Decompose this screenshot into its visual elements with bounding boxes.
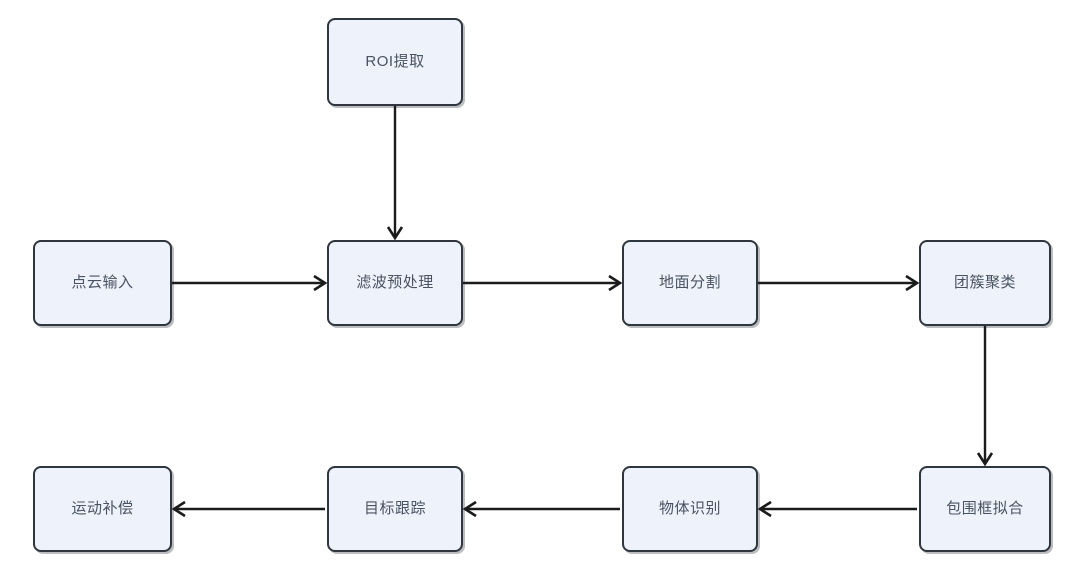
node-filter[interactable]: 滤波预处理 xyxy=(327,240,463,326)
node-label-cluster: 团簇聚类 xyxy=(953,274,1016,291)
connector-roi-to-filter xyxy=(386,106,404,241)
node-track[interactable]: 目标跟踪 xyxy=(327,466,463,552)
arrowhead-icon xyxy=(905,274,920,292)
arrowhead-icon xyxy=(462,500,477,518)
node-label-ground: 地面分割 xyxy=(658,274,721,291)
connector-track-to-motion xyxy=(171,500,325,518)
node-roi[interactable]: ROI提取 xyxy=(327,18,463,106)
node-label-recognize: 物体识别 xyxy=(658,500,721,517)
node-label-motion: 运动补偿 xyxy=(71,500,134,517)
node-recognize[interactable]: 物体识别 xyxy=(622,466,758,552)
arrowhead-icon xyxy=(386,226,404,241)
arrowhead-icon xyxy=(976,452,994,467)
connector-recognize-to-track xyxy=(462,500,620,518)
connector-cluster-to-bbox xyxy=(976,326,994,467)
arrowhead-icon xyxy=(757,500,772,518)
node-motion[interactable]: 运动补偿 xyxy=(33,466,172,552)
connector-bbox-to-recognize xyxy=(757,500,917,518)
node-label-track: 目标跟踪 xyxy=(363,500,426,517)
connector-input-to-filter xyxy=(172,274,328,292)
connector-ground-to-cluster xyxy=(758,274,920,292)
arrowhead-icon xyxy=(313,274,328,292)
node-label-bbox: 包围框拟合 xyxy=(946,500,1024,517)
node-input[interactable]: 点云输入 xyxy=(33,240,172,326)
node-label-input: 点云输入 xyxy=(71,274,134,291)
connector-filter-to-ground xyxy=(463,274,623,292)
node-label-filter: 滤波预处理 xyxy=(356,274,434,291)
node-label-roi: ROI提取 xyxy=(365,53,425,70)
node-cluster[interactable]: 团簇聚类 xyxy=(919,240,1051,326)
node-bbox[interactable]: 包围框拟合 xyxy=(919,466,1051,552)
arrowhead-icon xyxy=(171,500,186,518)
arrowhead-icon xyxy=(608,274,623,292)
node-ground[interactable]: 地面分割 xyxy=(622,240,758,326)
